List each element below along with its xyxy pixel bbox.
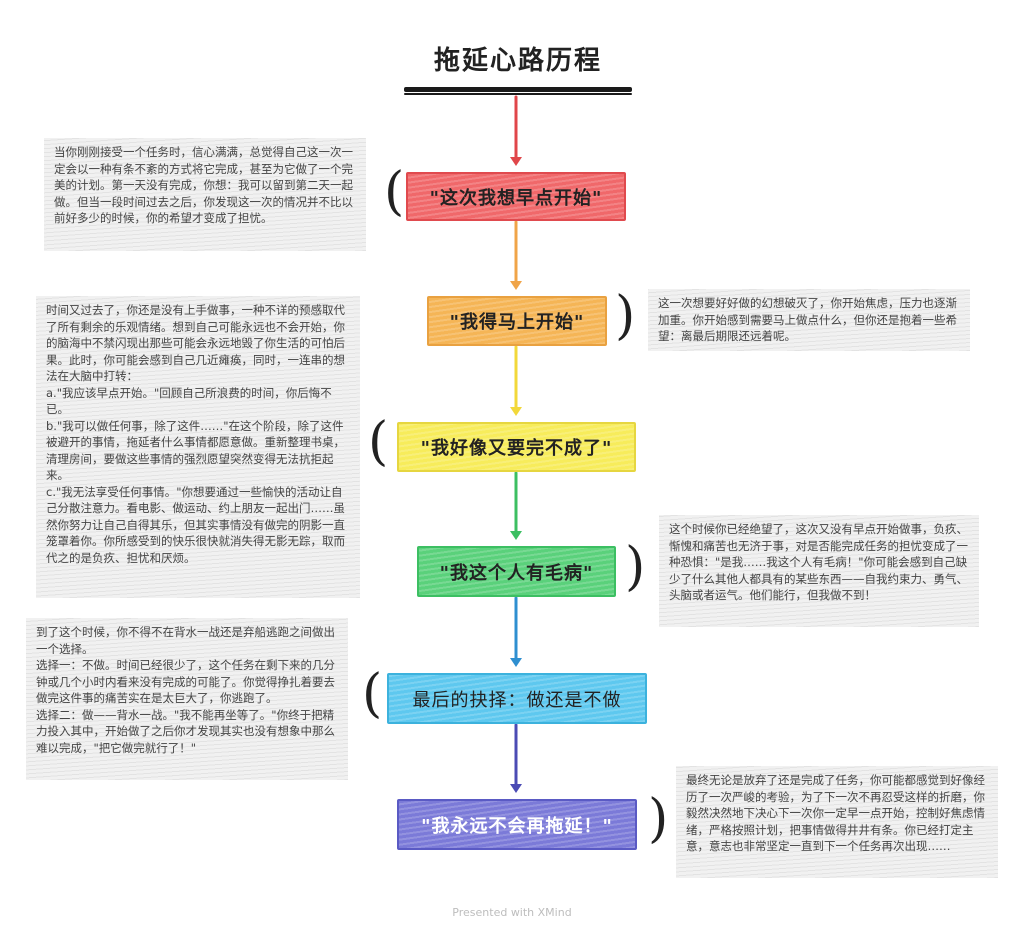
arrow-node2-to-node3-head (510, 407, 522, 416)
arrow-title-to-node1-head (510, 157, 522, 166)
title-underline-thin (404, 93, 632, 95)
node-start-now[interactable]: "我得马上开始" (427, 296, 607, 346)
brace-right-6: ) (648, 789, 669, 849)
note-start-early: 当你刚刚接受一个任务时，信心满满，总觉得自己这一次一定会以一种有条不紊的方式将它… (44, 138, 366, 251)
brace-left-1: ( (384, 162, 405, 222)
brace-left-5: ( (362, 664, 383, 724)
node-cant-finish[interactable]: "我好像又要完不成了" (397, 422, 636, 472)
node-start-early[interactable]: "这次我想早点开始" (406, 172, 626, 221)
footer-credit: Presented with XMind (452, 906, 572, 919)
note-start-now: 这一次想要好好做的幻想破灭了，你开始焦虑，压力也逐渐加重。你开始感到需要马上做点… (648, 289, 970, 351)
brace-right-2: ) (615, 286, 636, 346)
arrow-node3-to-node4-head (510, 531, 522, 540)
arrow-node1-to-node2-head (510, 281, 522, 290)
node-final-choice[interactable]: 最后的抉择：做还是不做 (387, 673, 647, 724)
note-never-again: 最终无论是放弃了还是完成了任务，你可能都感觉到好像经历了一次严峻的考验，为了下一… (676, 766, 998, 878)
diagram-title: 拖延心路历程 (433, 46, 602, 76)
note-something-wrong: 这个时候你已经绝望了，这次又没有早点开始做事，负疚、惭愧和痛苦也无济于事，对是否… (659, 515, 979, 627)
note-final-choice: 到了这个时候，你不得不在背水一战还是弃船逃跑之间做出一个选择。 选择一：不做。时… (26, 618, 348, 780)
arrow-node5-to-node6-head (510, 784, 522, 793)
node-never-again[interactable]: "我永远不会再拖延！" (397, 799, 637, 850)
arrow-node4-to-node5-head (510, 658, 522, 667)
note-cant-finish: 时间又过去了，你还是没有上手做事，一种不详的预感取代了所有剩余的乐观情绪。想到自… (36, 296, 360, 598)
title-underline (404, 87, 632, 92)
brace-right-4: ) (625, 537, 646, 597)
node-something-wrong[interactable]: "我这个人有毛病" (417, 546, 616, 597)
brace-left-3: ( (368, 412, 389, 472)
